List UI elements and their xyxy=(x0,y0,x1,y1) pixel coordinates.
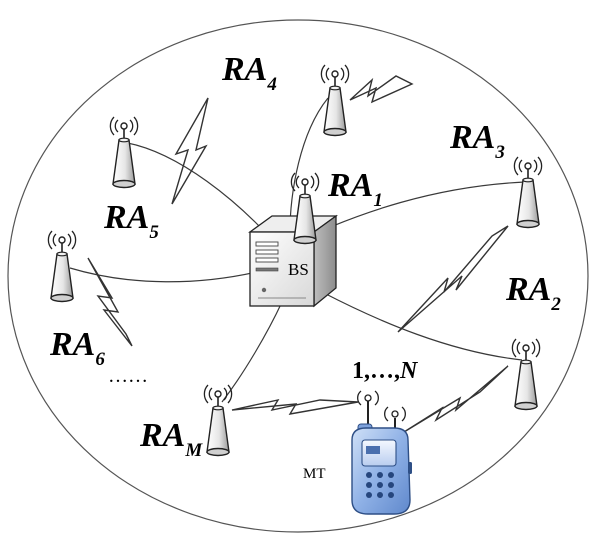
wireless-link-ra3-ra2 xyxy=(397,225,509,333)
ram-label: RAM xyxy=(139,417,203,461)
ra4-label: RA4 xyxy=(221,51,277,95)
wireless-links xyxy=(87,75,509,433)
link-ra6 xyxy=(69,267,266,283)
wireless-link-ra2-mt xyxy=(403,365,509,433)
ra3-antenna-icon xyxy=(513,156,543,229)
ra5-label: RA5 xyxy=(103,199,159,243)
coverage-boundary xyxy=(7,19,589,533)
mobile-terminal-label: MT xyxy=(303,466,326,482)
ra4-antenna-icon xyxy=(320,64,350,137)
wireless-link-ram-mt xyxy=(231,398,359,415)
ra5-antenna-icon xyxy=(109,116,139,189)
wireless-link-ra5-ra4 xyxy=(171,97,209,205)
ra2-antenna-icon xyxy=(511,338,541,411)
ra2-label: RA2 xyxy=(505,271,561,315)
ra6-antenna-icon xyxy=(47,230,77,303)
channel-range-label: 1,…,N xyxy=(352,358,419,384)
ra6-label: RA6 xyxy=(49,326,105,370)
ellipsis-label: …… xyxy=(108,365,148,387)
ra1-antenna-icon xyxy=(290,172,320,245)
wireless-link-ra6 xyxy=(87,257,133,347)
link-ram xyxy=(221,301,283,403)
wireless-link-ra4-ra1 xyxy=(349,75,414,104)
ra3-label: RA3 xyxy=(449,119,505,163)
base-station-server xyxy=(248,214,338,308)
base-station-label: BS xyxy=(288,260,309,279)
mobile-terminal-icon xyxy=(351,390,412,515)
ra1-label: RA1 xyxy=(327,167,383,211)
link-ra2 xyxy=(321,291,523,361)
